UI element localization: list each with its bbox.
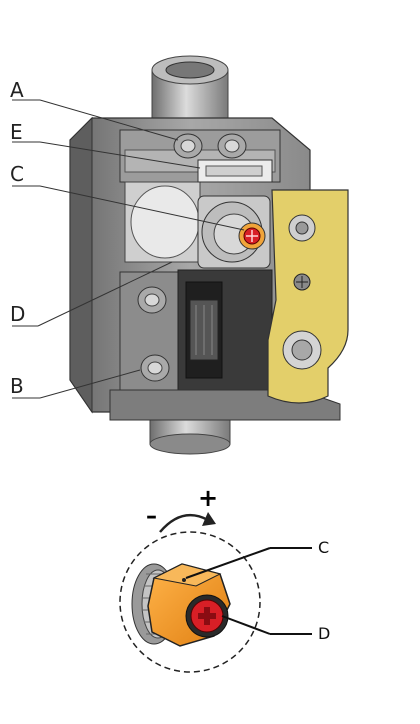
label-a: A	[10, 78, 24, 102]
label-c: C	[10, 162, 24, 186]
leader-detail-d	[221, 615, 271, 635]
top-pipe	[151, 55, 229, 129]
label-b: B	[10, 374, 24, 398]
screws	[137, 133, 247, 382]
screw-b1	[137, 286, 167, 314]
leader-e	[39, 141, 201, 169]
rotation-arrow-icon	[159, 512, 216, 533]
screw-a1	[173, 133, 203, 159]
leader-a	[39, 99, 179, 141]
leader-detail-c	[185, 547, 271, 579]
detail-label-c: C	[318, 538, 330, 557]
red-cap-d	[185, 594, 229, 638]
upper-leader-lines	[12, 99, 245, 399]
detail-dashed-circle	[119, 531, 261, 673]
leader-c	[39, 185, 245, 231]
screw-a2	[217, 133, 247, 159]
plus-sign: +	[198, 484, 219, 512]
detail-view	[119, 512, 312, 673]
leader-b	[39, 369, 141, 399]
label-e: E	[10, 120, 23, 144]
bracket-e	[197, 159, 273, 183]
label-d: D	[10, 302, 26, 326]
screw-b2	[140, 354, 170, 382]
leader-d	[37, 261, 173, 327]
yellow-bracket	[267, 189, 349, 404]
detail-label-d: D	[318, 624, 331, 643]
regulator-assembly	[197, 195, 271, 269]
minus-sign: –	[146, 504, 157, 529]
